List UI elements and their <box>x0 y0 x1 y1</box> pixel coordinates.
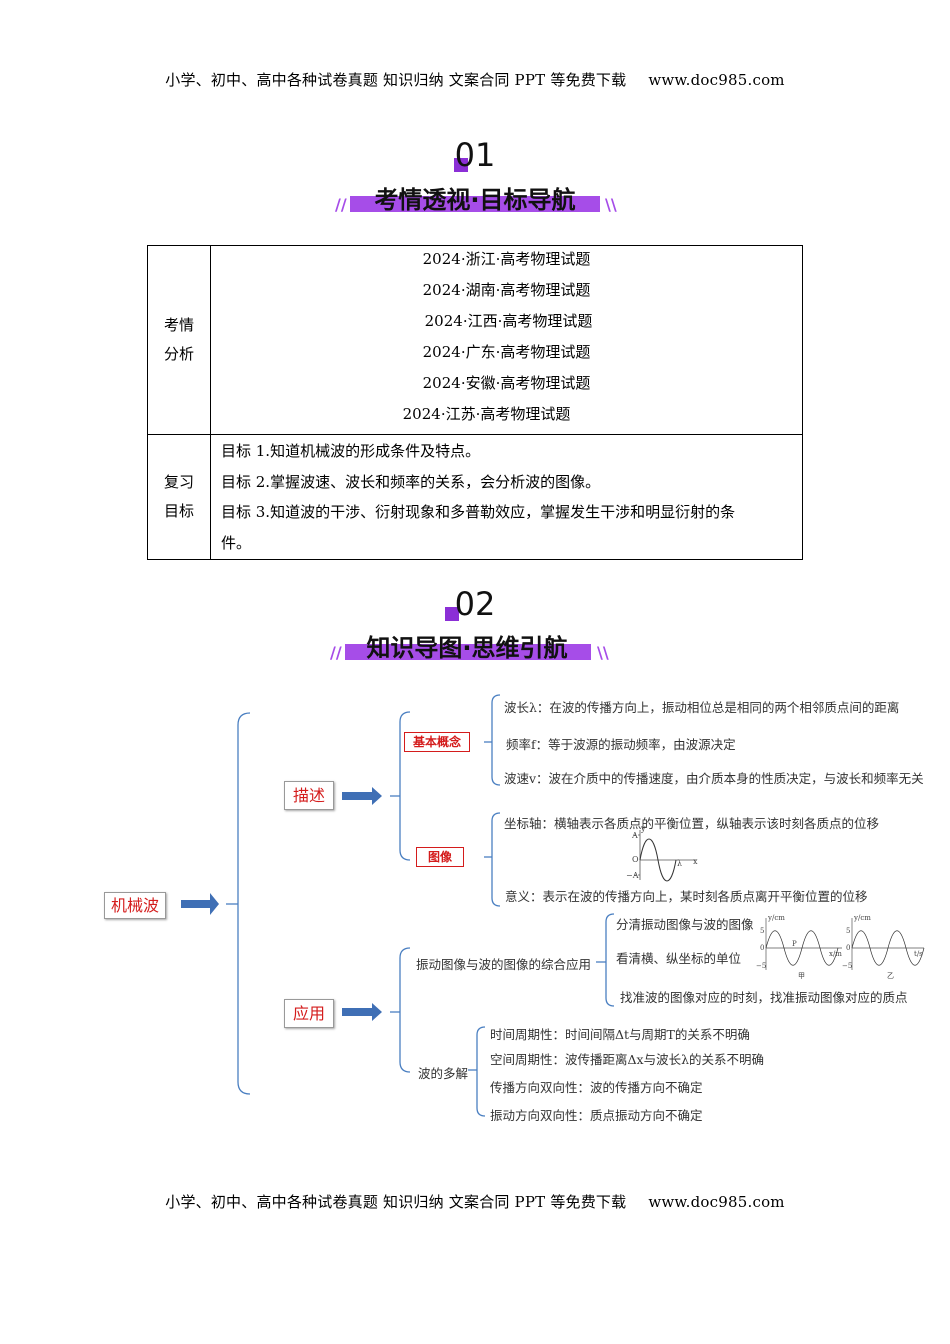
title-band <box>350 196 600 212</box>
footer-text: 小学、初中、高中各种试卷真题 知识归纳 文案合同 PPT 等免费下载 <box>165 1193 627 1211</box>
svg-text:0: 0 <box>760 944 764 952</box>
svg-text:O: O <box>632 855 639 864</box>
accent-square <box>445 607 459 621</box>
leaf-meaning: 意义：表示在波的传播方向上，某时刻各质点离开平衡位置的位移 <box>505 889 868 904</box>
leaf-axes: 坐标轴：横轴表示各质点的平衡位置，纵轴表示该时刻各质点的位移 <box>504 816 880 831</box>
node-describe: 描述 <box>284 781 334 810</box>
exam-item: 2024·广东·高考物理试题 <box>422 343 591 361</box>
svg-text:5: 5 <box>760 927 764 935</box>
leaf-combo1: 分清振动图像与波的图像 <box>616 917 754 932</box>
leaf-multi1: 时间周期性：时间间隔Δt与周期T的关系不明确 <box>490 1027 750 1042</box>
leaf-speed: 波速v：波在介质中的传播速度，由介质本身的性质决定，与波长和频率无关 <box>504 771 924 786</box>
leaf-frequency: 频率f：等于波源的振动频率，由波源决定 <box>506 737 736 752</box>
slash-left: // <box>335 195 347 214</box>
svg-text:P: P <box>792 940 797 948</box>
svg-text:t/s: t/s <box>914 950 923 958</box>
slash-right: \\ <box>605 195 617 214</box>
section-number: 01 <box>454 136 496 174</box>
slash-right: \\ <box>597 643 609 662</box>
leaf-multi3: 传播方向双向性：波的传播方向不确定 <box>490 1080 703 1095</box>
exam-item: 2024·安徽·高考物理试题 <box>422 374 591 392</box>
goal-item: 目标 1.知道机械波的形成条件及特点。 <box>221 442 481 460</box>
svg-text:x: x <box>693 857 698 866</box>
svg-text:甲: 甲 <box>798 972 805 980</box>
svg-text:5: 5 <box>846 927 850 935</box>
svg-text:A: A <box>631 831 638 840</box>
svg-text:x/m: x/m <box>829 950 842 958</box>
goal-list: 目标 1.知道机械波的形成条件及特点。 目标 2.掌握波速、波长和频率的关系，会… <box>210 434 803 560</box>
node-apply: 应用 <box>284 999 334 1028</box>
section-number: 02 <box>0 585 950 623</box>
svg-text:−A: −A <box>626 871 639 880</box>
footer-site: www.doc985.com <box>648 1193 785 1211</box>
svg-text:λ: λ <box>677 859 682 868</box>
row-label-goals: 复习目标 <box>147 434 211 560</box>
svg-text:−5: −5 <box>756 962 766 970</box>
node-root: 机械波 <box>104 892 166 919</box>
header-site: www.doc985.com <box>648 71 785 89</box>
svg-text:y: y <box>640 824 646 833</box>
section-title: 考情透视·目标导航 <box>374 186 576 214</box>
exam-item: 2024·湖南·高考物理试题 <box>422 281 591 299</box>
slash-left: // <box>330 643 342 662</box>
svg-text:y/cm: y/cm <box>853 914 871 922</box>
title-band <box>345 644 591 660</box>
header-text: 小学、初中、高中各种试卷真题 知识归纳 文案合同 PPT 等免费下载 <box>165 71 627 89</box>
page-header: 小学、初中、高中各种试卷真题 知识归纳 文案合同 PPT 等免费下载 www.do… <box>0 69 950 90</box>
leaf-multi4: 振动方向双向性：质点振动方向不确定 <box>490 1108 703 1123</box>
exam-info-table: 考情分析 2024·浙江·高考物理试题 2024·湖南·高考物理试题 2024·… <box>147 245 803 560</box>
leaf-wavelength: 波长λ：在波的传播方向上，振动相位总是相同的两个相邻质点间的距离 <box>504 700 900 715</box>
svg-text:乙: 乙 <box>887 972 894 980</box>
svg-text:y/cm: y/cm <box>767 914 785 922</box>
node-basic-concept: 基本概念 <box>404 732 470 752</box>
goal-item: 目标 2.掌握波速、波长和频率的关系，会分析波的图像。 <box>221 472 601 491</box>
leaf-combo3: 找准波的图像对应的时刻，找准振动图像对应的质点 <box>620 990 908 1005</box>
section-title: 知识导图·思维引航 <box>366 634 568 662</box>
node-combo: 振动图像与波的图像的综合应用 <box>416 957 592 972</box>
svg-text:0: 0 <box>846 944 850 952</box>
node-image: 图像 <box>416 847 464 867</box>
exam-item: 2024·浙江·高考物理试题 <box>422 250 591 268</box>
exam-list: 2024·浙江·高考物理试题 2024·湖南·高考物理试题 2024·江西·高考… <box>210 245 803 435</box>
page-footer: 小学、初中、高中各种试卷真题 知识归纳 文案合同 PPT 等免费下载 www.do… <box>0 1191 950 1212</box>
exam-item: 2024·江西·高考物理试题 <box>424 312 593 330</box>
goal-item: 件。 <box>221 533 252 552</box>
svg-text:−5: −5 <box>842 962 852 970</box>
leaf-multi2: 空间周期性：波传播距离Δx与波长λ的关系不明确 <box>490 1052 764 1067</box>
accent-square <box>454 158 468 172</box>
exam-item: 2024·江苏·高考物理试题 <box>402 405 571 423</box>
leaf-combo2: 看清横、纵坐标的单位 <box>616 951 742 966</box>
wave-graph <box>634 830 697 882</box>
node-multi: 波的多解 <box>418 1066 469 1081</box>
goal-item: 目标 3.知道波的干涉、衍射现象和多普勒效应，掌握发生干涉和明显衍射的条 <box>221 503 736 521</box>
